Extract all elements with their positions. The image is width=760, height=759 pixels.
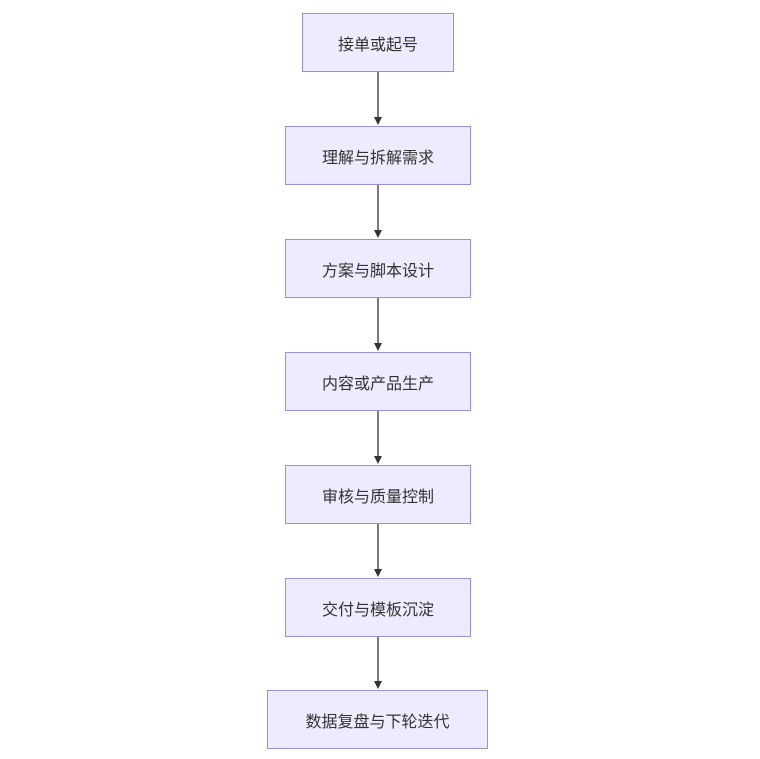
- flow-step-label: 审核与质量控制: [321, 486, 434, 506]
- flow-step-node: 内容或产品生产: [285, 352, 471, 411]
- flow-step-label: 接单或起号: [337, 34, 418, 54]
- flow-step-label: 交付与模板沉淀: [321, 599, 434, 619]
- flow-step-label: 方案与脚本设计: [321, 260, 434, 280]
- flow-step-label: 内容或产品生产: [321, 373, 434, 393]
- flow-step-node: 交付与模板沉淀: [285, 578, 471, 637]
- flow-step-node: 数据复盘与下轮迭代: [267, 690, 488, 749]
- flow-step-node: 审核与质量控制: [285, 465, 471, 524]
- flow-step-node: 方案与脚本设计: [285, 239, 471, 298]
- flow-step-label: 理解与拆解需求: [321, 147, 434, 167]
- flow-step-label: 数据复盘与下轮迭代: [305, 711, 450, 731]
- flow-step-node: 接单或起号: [302, 13, 454, 72]
- flow-step-node: 理解与拆解需求: [285, 126, 471, 185]
